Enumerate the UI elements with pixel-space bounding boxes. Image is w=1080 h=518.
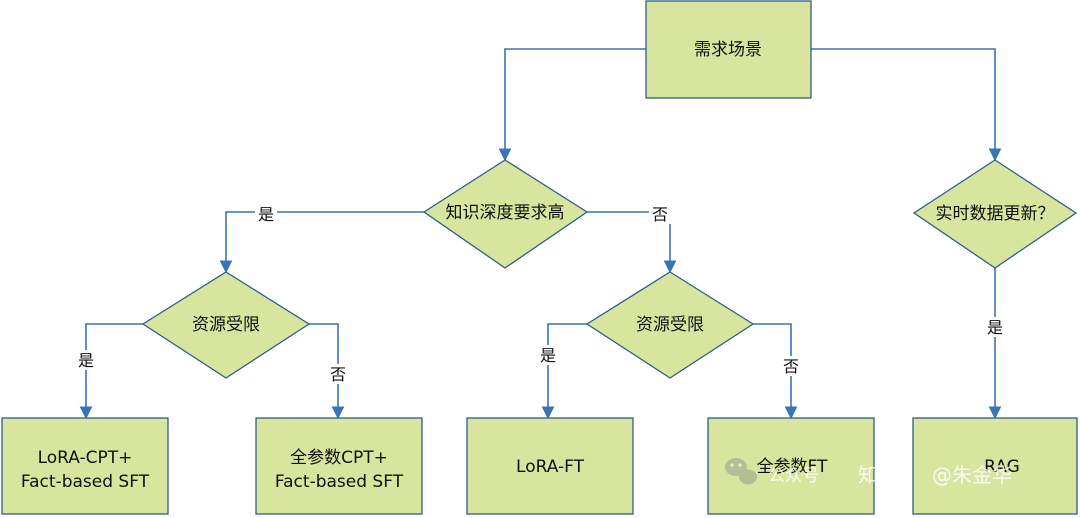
edge-label-resource-right-no: 否 [783, 357, 799, 376]
edge-label-resource-right-yes: 是 [540, 346, 556, 365]
node-full-cpt-line2: Fact-based SFT [275, 472, 404, 492]
node-full-ft-label: 全参数FT [757, 457, 828, 477]
edge-resource-left-yes [79, 323, 143, 420]
node-resource-right: 资源受限 [585, 271, 755, 379]
watermark-author: @朱金华 [932, 463, 1012, 487]
node-resource-left-label: 资源受限 [192, 315, 260, 335]
watermark: 公众号 知乎 @朱金华 [725, 458, 1012, 487]
node-full-cpt-line1: 全参数CPT+ [290, 448, 388, 468]
node-resource-right-label: 资源受限 [636, 315, 704, 335]
edge-label-resource-left-no: 否 [330, 365, 346, 384]
node-lora-cpt: LoRA-CPT+ Fact-based SFT [1, 417, 169, 515]
node-knowledge-depth: 知识深度要求高 [422, 159, 589, 269]
edge-label-knowledge-yes: 是 [258, 205, 274, 224]
node-resource-left: 资源受限 [141, 271, 311, 379]
edge-resource-left-no [309, 323, 345, 420]
node-full-cpt: 全参数CPT+ Fact-based SFT [255, 417, 423, 515]
edges [79, 48, 1002, 420]
node-root: 需求场景 [645, 0, 812, 99]
edge-label-knowledge-no: 否 [652, 205, 668, 224]
node-rag: RAG [912, 417, 1078, 515]
edge-label-resource-left-yes: 是 [78, 351, 94, 370]
edge-resource-right-no [753, 323, 798, 420]
node-knowledge-depth-label: 知识深度要求高 [446, 203, 565, 223]
node-lora-cpt-line1: LoRA-CPT+ [38, 448, 133, 468]
watermark-zhihu: 知乎 [858, 463, 898, 487]
edge-root-to-realtime [811, 48, 1002, 162]
edge-resource-right-yes [541, 323, 587, 420]
edge-label-realtime-yes: 是 [987, 318, 1003, 337]
node-lora-ft-label: LoRA-FT [516, 457, 585, 477]
edge-labels: 是 否 是 否 是 否 是 [75, 204, 1006, 384]
node-root-label: 需求场景 [694, 40, 762, 60]
wechat-icon [725, 458, 757, 485]
edge-knowledge-yes [219, 211, 424, 274]
node-lora-ft: LoRA-FT [466, 417, 634, 515]
edge-root-to-knowledge [498, 48, 646, 162]
node-realtime-update: 实时数据更新？ [912, 159, 1078, 269]
node-lora-cpt-line2: Fact-based SFT [21, 472, 150, 492]
node-rag-label: RAG [984, 457, 1020, 477]
node-realtime-update-label: 实时数据更新？ [936, 204, 1055, 224]
watermark-wechat: 公众号 [768, 466, 819, 486]
